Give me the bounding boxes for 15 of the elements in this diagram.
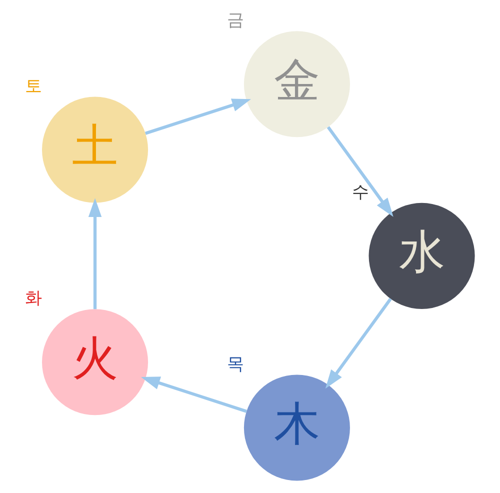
node-label: 금 bbox=[227, 10, 244, 30]
node-label: 화 bbox=[25, 288, 42, 308]
node-label: 토 bbox=[25, 75, 42, 96]
node-circle: 土 bbox=[42, 96, 148, 203]
arrow bbox=[140, 376, 247, 413]
node-circle: 火 bbox=[42, 309, 148, 416]
node-label: 수 bbox=[352, 181, 369, 202]
arrow bbox=[326, 126, 394, 217]
arrow bbox=[325, 298, 392, 389]
arrow bbox=[88, 198, 102, 310]
node-label: 목 bbox=[227, 353, 244, 374]
node-circle: 木 bbox=[244, 374, 350, 481]
arrow bbox=[144, 98, 251, 135]
node-circle: 水 bbox=[368, 202, 475, 309]
node-circle: 金 bbox=[244, 31, 350, 138]
